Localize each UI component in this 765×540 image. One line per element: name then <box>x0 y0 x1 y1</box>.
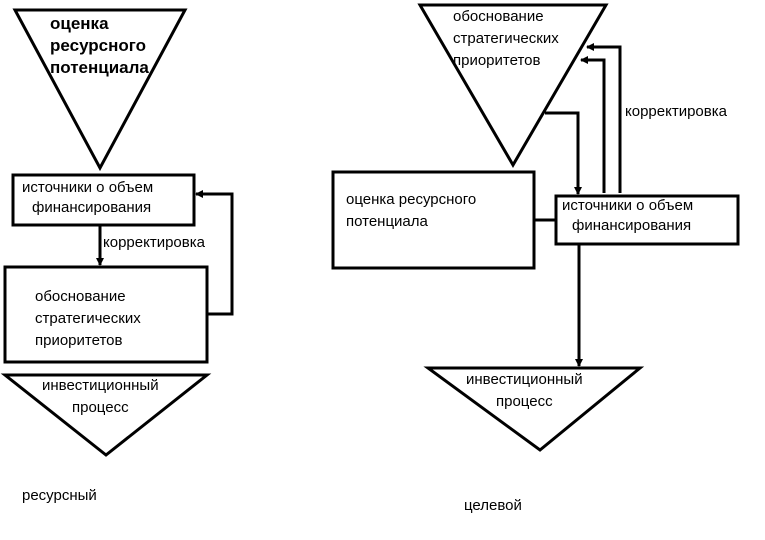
left-sources-box-line-2: финансирования <box>32 199 151 216</box>
left-bottom-triangle-line-1: инвестиционный <box>42 377 159 394</box>
left-priorities-box-line-1: обоснование <box>35 288 126 305</box>
left-sources-box-line-1: источники о объем <box>22 179 153 196</box>
right-top-triangle-line-2: стратегических <box>453 30 559 47</box>
right-feedback-line-1 <box>586 43 622 193</box>
left-priorities-box-line-2: стратегических <box>35 310 141 327</box>
right-assessment-box <box>331 170 536 270</box>
right-assessment-box-line-2: потенциала <box>346 213 429 230</box>
right-top-triangle-line-1: обоснование <box>453 8 544 25</box>
right-feedback-line-2 <box>580 56 606 193</box>
left-sources-box <box>11 173 196 227</box>
left-top-triangle-line-3: потенциала <box>50 58 149 77</box>
left-bottom-triangle-line-2: процесс <box>72 399 129 416</box>
right-bottom-triangle <box>423 366 645 452</box>
left-priorities-box-line-3: приоритетов <box>35 332 122 349</box>
left-bottom-triangle <box>0 373 212 457</box>
right-top-triangle-line-3: приоритетов <box>453 52 540 69</box>
right-top-triangle <box>417 3 609 168</box>
right-sources-box-line-1: источники о объем <box>562 197 693 214</box>
left-top-triangle-line-1: оценка <box>50 14 109 33</box>
right-caption: целевой <box>464 497 522 514</box>
right-arrow-label: корректировка <box>625 103 728 120</box>
right-assessment-box-line-1: оценка ресурсного <box>346 191 476 208</box>
right-bottom-triangle-line-1: инвестиционный <box>466 371 583 388</box>
left-feedback-line <box>195 190 234 316</box>
left-caption: ресурсный <box>22 487 97 504</box>
left-arrow-label: корректировка <box>103 234 206 251</box>
right-sources-box <box>554 194 740 246</box>
right-arrow-to-sources <box>545 111 582 195</box>
left-top-triangle <box>12 8 188 172</box>
left-priorities-box <box>3 265 209 364</box>
left-top-triangle-line-2: ресурсного <box>50 36 146 55</box>
right-sources-box-line-2: финансирования <box>572 217 691 234</box>
right-bottom-triangle-line-2: процесс <box>496 393 553 410</box>
